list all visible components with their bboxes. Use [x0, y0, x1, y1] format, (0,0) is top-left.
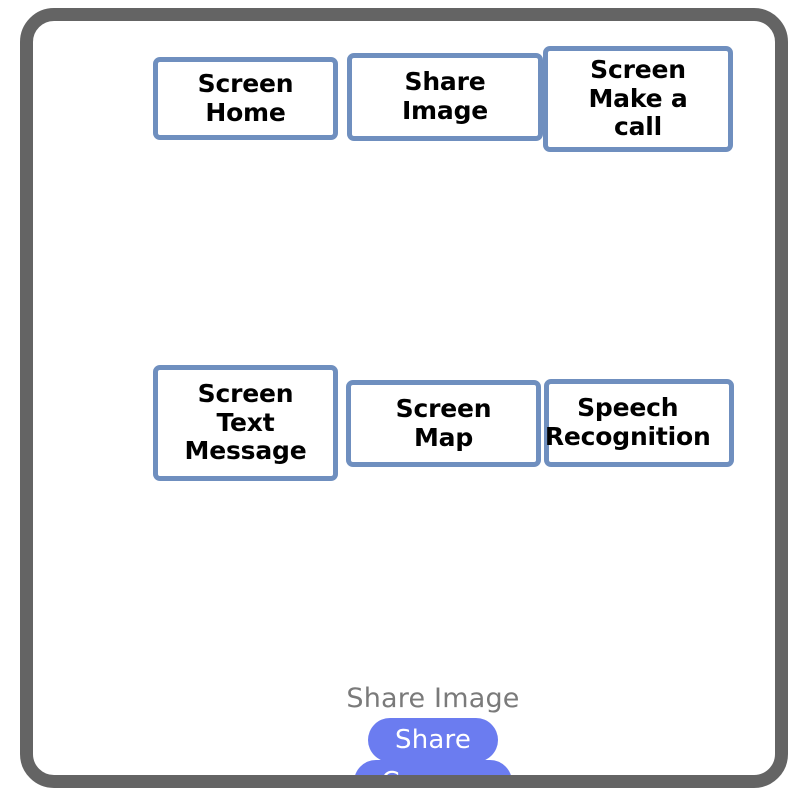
flow-box-screen-map[interactable]: Screen Map — [346, 380, 541, 467]
camera-button-label: Camera — [381, 767, 485, 788]
share-button[interactable]: Share — [368, 718, 498, 762]
share-image-widget: Share Image Share Camera — [33, 683, 775, 788]
flow-box-speech-recognition[interactable]: Speech Recognition — [544, 379, 734, 467]
flow-box-text-message-label: Screen Text Message — [184, 378, 307, 466]
camera-button[interactable]: Camera — [354, 760, 512, 788]
flow-box-text-message[interactable]: Screen Text Message — [153, 365, 338, 481]
flow-box-make-a-call[interactable]: Screen Make a call — [543, 46, 733, 152]
flow-box-screen-home-label: Screen Home — [197, 68, 294, 127]
share-button-label: Share — [394, 725, 472, 755]
device-frame: Screen Home Share Image Screen Make a ca… — [20, 8, 788, 788]
share-image-widget-title: Share Image — [346, 683, 520, 714]
flow-box-speech-recognition-label: Speech Recognition — [544, 393, 711, 451]
flow-box-screen-map-label: Screen Map — [395, 393, 492, 452]
flow-box-make-a-call-label: Screen Make a call — [588, 54, 688, 142]
flow-box-share-image-label: Share Image — [401, 67, 489, 125]
flow-box-screen-home[interactable]: Screen Home — [153, 57, 338, 140]
flow-box-share-image[interactable]: Share Image — [347, 53, 543, 141]
